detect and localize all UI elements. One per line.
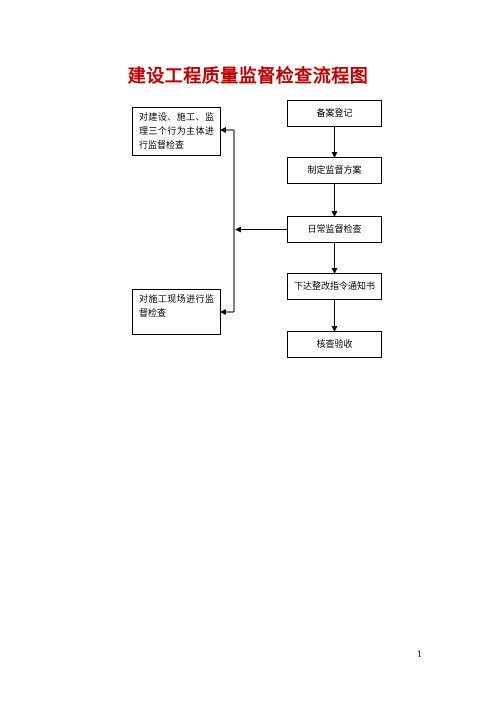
flow-step-label: 核查验收 [316,339,353,350]
side-box-label: 对建设、施工、监理三个行为主体进行监督检查 [139,113,214,151]
flow-step-rectification-notice: 下达整改指令通知书 [287,273,382,300]
side-box-responsible-parties: 对建设、施工、监理三个行为主体进行监督检查 [132,107,221,156]
side-box-site-inspection: 对施工现场进行监督检查 [132,289,221,335]
flow-step-label: 下达整改指令通知书 [293,281,375,292]
flow-step-acceptance-check: 核查验收 [287,331,382,358]
flow-step-label: 备案登记 [316,108,353,119]
flow-step-daily-inspection: 日常监督检查 [287,216,382,243]
flow-step-label: 制定监督方案 [307,165,362,176]
flow-step-registration: 备案登记 [287,100,382,127]
flow-step-label: 日常监督检查 [307,224,362,235]
flow-step-supervision-plan: 制定监督方案 [287,157,382,184]
page-number: 1 [417,650,423,659]
side-box-label: 对施工现场进行监督检查 [139,295,214,319]
page-title: 建设工程质量监督检查流程图 [127,66,369,87]
